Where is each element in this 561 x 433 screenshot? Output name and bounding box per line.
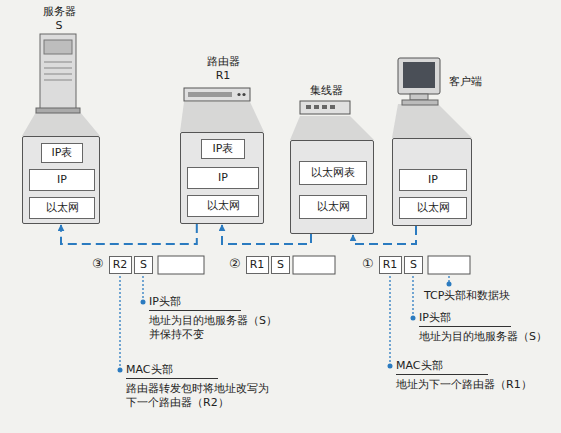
server-bay <box>44 40 72 54</box>
layer-label: IP <box>57 173 67 187</box>
server-icon <box>36 34 80 113</box>
protocol-layer: 以太网 <box>399 197 467 219</box>
leader-dot <box>118 368 123 373</box>
protocol-stack: 服务器 SIP表IP以太网 <box>22 136 100 224</box>
server-vent <box>44 68 72 69</box>
monitor-neck <box>410 94 428 100</box>
data-field <box>158 256 204 274</box>
header-title: IP头部 <box>149 295 241 311</box>
header-field: S <box>404 256 423 274</box>
layer-label: S <box>410 258 417 272</box>
data-field <box>293 256 335 274</box>
monitor-screen <box>403 62 435 88</box>
layer-label: IP表 <box>213 142 234 156</box>
data-field <box>428 256 470 274</box>
router-ports <box>188 92 232 97</box>
callout-number: ② <box>229 256 241 273</box>
hub-icon <box>300 101 350 114</box>
server-vent <box>44 74 72 75</box>
server-vent <box>44 80 72 81</box>
router-led <box>242 93 245 96</box>
beam <box>392 104 472 138</box>
layer-label: S <box>277 258 284 272</box>
layer-label: 以太网表 <box>311 166 355 180</box>
header-title: IP头部 <box>419 311 511 327</box>
beam <box>22 112 100 136</box>
layer-label: IP <box>428 173 438 187</box>
device-label: 集线器 <box>301 84 351 98</box>
protocol-layer: IP <box>399 169 467 191</box>
leader-dot <box>388 364 393 369</box>
layer-label: IP <box>218 171 228 185</box>
layer-label: 以太网 <box>207 199 240 213</box>
server-base <box>36 108 80 113</box>
server-body <box>40 34 76 112</box>
header-field: S <box>271 256 290 274</box>
header-note: 地址为目的地服务器（S） 并保持不变 <box>149 314 283 343</box>
frame-path <box>61 224 197 244</box>
layer-label: R1 <box>383 258 398 272</box>
leader-dot <box>411 316 416 321</box>
beam <box>180 102 264 132</box>
hub-body <box>300 101 350 114</box>
callout-number: ① <box>362 256 374 273</box>
protocol-layer: 以太网表 <box>299 161 367 185</box>
protocol-layer: IP <box>187 167 259 189</box>
header-title: MAC头部 <box>126 363 218 379</box>
layer-label: IP表 <box>52 146 73 160</box>
hub-port <box>322 105 327 109</box>
header-title: MAC头部 <box>396 359 488 375</box>
layer-label: 以太网 <box>317 200 350 214</box>
header-note: 路由器转发包时将地址改写为 下一个路由器（R2） <box>126 382 278 411</box>
layer-label: R2 <box>113 258 128 272</box>
hub-port <box>306 105 311 109</box>
leader-line <box>142 276 143 302</box>
protocol-stack: 集线器以太网表以太网 <box>290 140 374 234</box>
header-field: R1 <box>379 256 402 274</box>
monitor-base <box>402 100 438 105</box>
leaders <box>120 276 449 370</box>
protocol-stack: 路由器 R1IP表IP以太网 <box>180 132 264 224</box>
layer-label: S <box>140 258 147 272</box>
layer-label: 以太网 <box>46 201 79 215</box>
layer-label: R1 <box>250 258 265 272</box>
header-field: R1 <box>246 256 269 274</box>
router-body <box>184 88 250 101</box>
monitor-case <box>398 58 440 94</box>
protocol-layer: IP <box>29 169 95 191</box>
leader-dot <box>141 300 146 305</box>
device-label: 路由器 R1 <box>203 55 243 83</box>
field-note: TCP头部和数据块 <box>424 289 510 303</box>
protocol-layer: 以太网 <box>29 197 95 219</box>
protocol-layer: 以太网 <box>187 195 259 217</box>
protocol-layer: IP表 <box>41 143 83 163</box>
callout-number: ③ <box>92 256 104 273</box>
router-led <box>237 93 240 96</box>
header-note: 地址为目的地服务器（S） <box>419 330 547 344</box>
device-label: 客户端 <box>443 75 487 89</box>
beam <box>290 116 374 140</box>
protocol-layer: 以太网 <box>299 195 367 219</box>
header-field: R2 <box>109 256 132 274</box>
leader-line <box>389 276 390 366</box>
protocol-stack: 客户端IP以太网 <box>392 138 472 226</box>
server-vent <box>44 62 72 63</box>
leader-line <box>412 276 413 318</box>
leader-dot <box>447 282 452 287</box>
hub-port <box>330 105 335 109</box>
client-monitor-icon <box>398 58 440 105</box>
leader-line <box>119 276 120 370</box>
hub-port <box>314 105 319 109</box>
header-note: 地址为下一个路由器（R1） <box>396 378 532 392</box>
device-label: 服务器 S <box>39 5 79 33</box>
header-field: S <box>134 256 153 274</box>
router-icon <box>184 88 250 101</box>
layer-label: 以太网 <box>417 201 450 215</box>
protocol-layer: IP表 <box>201 139 245 159</box>
